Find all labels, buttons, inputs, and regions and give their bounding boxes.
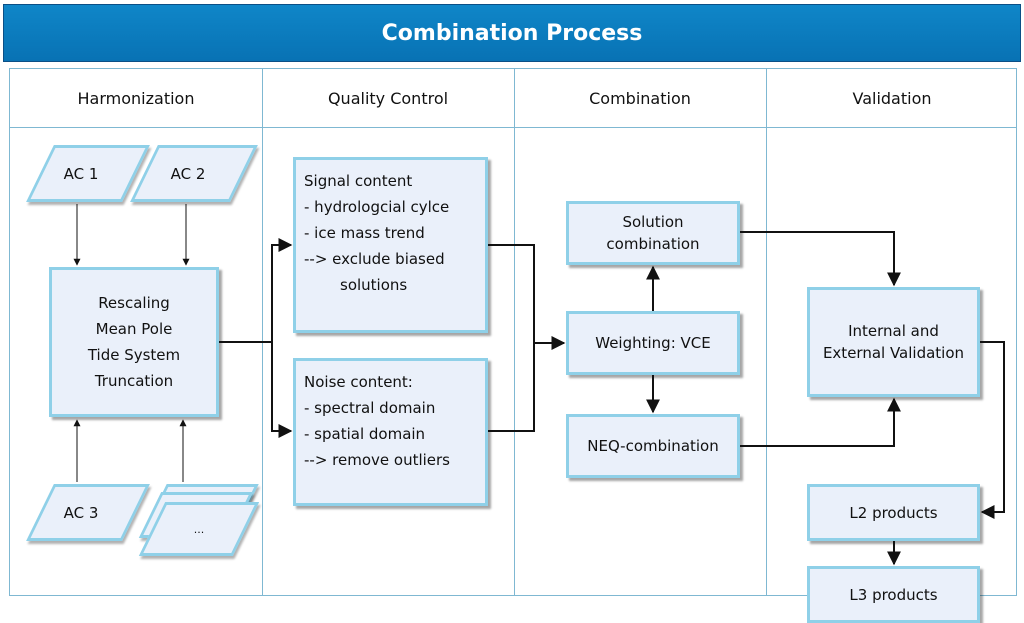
diagram-title: Combination Process xyxy=(381,20,643,46)
harmonization-line: Truncation xyxy=(94,372,174,390)
column-title-validation: Validation xyxy=(852,88,932,108)
harmonization-line: Mean Pole xyxy=(95,320,173,338)
validation-box: Internal and External Validation xyxy=(807,287,980,397)
input-ac3-label: AC 3 xyxy=(63,503,99,522)
harmonization-line: Tide System xyxy=(87,346,181,364)
l2-label: L2 products xyxy=(849,503,938,522)
noise-content-box: Noise content: - spectral domain - spati… xyxy=(293,358,488,506)
solution-combination-box: Solution combination xyxy=(566,201,740,265)
solution-line: combination xyxy=(606,235,700,253)
solution-line: Solution xyxy=(622,213,684,231)
harmonization-line: Rescaling xyxy=(98,294,170,312)
column-divider xyxy=(766,69,767,595)
l2-products-box: L2 products xyxy=(807,484,980,541)
noise-line: Noise content: xyxy=(304,373,413,391)
validation-line: External Validation xyxy=(822,344,965,362)
signal-line: Signal content xyxy=(304,172,413,190)
l3-products-box: L3 products xyxy=(807,566,980,623)
weighting-vce-box: Weighting: VCE xyxy=(566,311,740,375)
column-title-quality-control: Quality Control xyxy=(327,88,449,108)
column-divider xyxy=(514,69,515,595)
input-stack-more: ... xyxy=(130,484,260,556)
signal-content-box: Signal content - hydrologcial cylce - ic… xyxy=(293,157,488,333)
diagram-header: Combination Process xyxy=(3,4,1021,62)
neq-label: NEQ-combination xyxy=(587,437,719,455)
signal-line: - ice mass trend xyxy=(304,224,425,242)
column-title-harmonization: Harmonization xyxy=(77,88,195,108)
input-more-label: ... xyxy=(193,522,205,536)
header-row-divider xyxy=(10,127,1016,128)
signal-line: solutions xyxy=(340,276,408,294)
signal-line: --> exclude biased xyxy=(304,250,445,268)
input-ac1: AC 1 xyxy=(26,145,150,202)
weighting-label: Weighting: VCE xyxy=(595,334,711,352)
signal-line: - hydrologcial cylce xyxy=(304,198,450,216)
harmonization-box: Rescaling Mean Pole Tide System Truncati… xyxy=(49,267,219,417)
column-divider xyxy=(262,69,263,595)
noise-line: --> remove outliers xyxy=(304,451,451,469)
noise-line: - spectral domain xyxy=(304,399,436,417)
l3-label: L3 products xyxy=(849,585,938,604)
neq-combination-box: NEQ-combination xyxy=(566,414,740,478)
validation-line: Internal and xyxy=(848,322,939,340)
noise-line: - spatial domain xyxy=(304,425,426,443)
input-ac2: AC 2 xyxy=(130,145,258,202)
input-ac1-label: AC 1 xyxy=(63,164,99,183)
input-ac2-label: AC 2 xyxy=(170,164,206,183)
input-ac3: AC 3 xyxy=(26,484,150,541)
column-title-combination: Combination xyxy=(589,88,691,108)
